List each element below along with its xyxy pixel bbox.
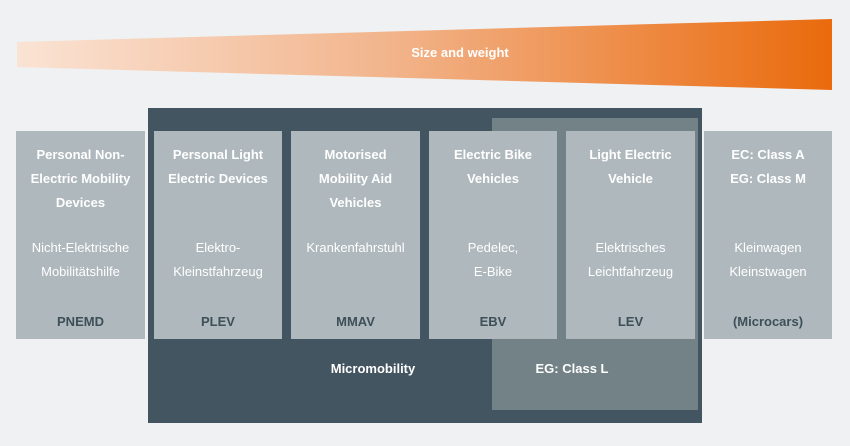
size-weight-label: Size and weight [411, 45, 509, 60]
card-ebv: Electric Bike Vehicles Pedelec, E-Bike E… [429, 131, 557, 339]
card-abbreviation: MMAV [336, 314, 375, 329]
card-description: Nicht-Elektrische Mobilitätshilfe [31, 240, 130, 279]
card-plev: Personal Light Electric Devices Elektro-… [154, 131, 282, 339]
card-description: Kleinwagen Kleinstwagen [729, 240, 807, 279]
card-title: Personal Non- Electric Mobility Devices [30, 147, 131, 210]
card-title: Motorised Mobility Aid Vehicles [318, 147, 393, 210]
card-mmav: Motorised Mobility Aid Vehicles Krankenf… [291, 131, 420, 339]
card-description: Elektrisches Leichtfahrzeug [587, 240, 674, 279]
eg-class-l-label: EG: Class L [535, 361, 609, 376]
card-abbreviation: (Microcars) [732, 314, 804, 329]
card-microcars: EC: Class A EG: Class M Kleinwagen Klein… [704, 131, 832, 339]
card-abbreviation: PNEMD [57, 314, 104, 329]
card-title: Light Electric Vehicle [589, 147, 672, 186]
card-abbreviation: LEV [617, 314, 644, 329]
card-lev: Light Electric Vehicle Elektrisches Leic… [566, 131, 695, 339]
card-abbreviation: PLEV [201, 314, 235, 329]
card-description: Pedelec, E-Bike [467, 240, 519, 279]
card-description: Krankenfahrstuhl [306, 240, 405, 255]
card-title: Electric Bike Vehicles [453, 147, 533, 186]
size-weight-wedge [17, 19, 832, 90]
micromobility-label: Micromobility [330, 361, 416, 376]
card-description: Elektro- Kleinstfahrzeug [173, 240, 263, 279]
card-title: Personal Light Electric Devices [168, 147, 268, 186]
card-abbreviation: EBV [479, 314, 507, 329]
card-pnemd: Personal Non- Electric Mobility Devices … [16, 131, 145, 339]
card-title: EC: Class A EG: Class M [730, 147, 806, 186]
